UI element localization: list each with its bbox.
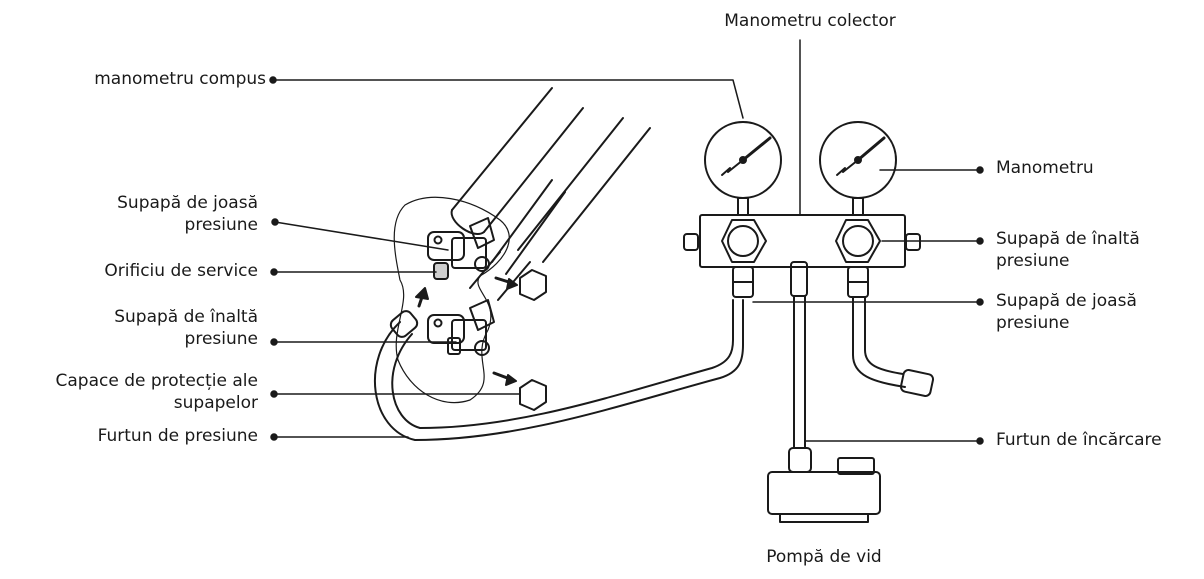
- label-line: presiune: [184, 329, 258, 350]
- label-high-pressure-valve-right: Supapă de înaltă presiune: [996, 228, 1140, 272]
- label-line: presiune: [996, 313, 1070, 334]
- manifold-block: [683, 197, 921, 298]
- vacuum-pump-drawing: [767, 457, 881, 523]
- label-high-pressure-valve-left: Supapă de înaltă presiune: [114, 306, 258, 350]
- label-charging-hose: Furtun de încărcare: [996, 430, 1162, 450]
- charging-hose-line: [788, 295, 812, 473]
- label-line: Supapă de înaltă: [114, 307, 258, 327]
- label-line: presiune: [184, 215, 258, 236]
- pressure-hose-line: [373, 299, 744, 441]
- refrigerant-pipes: [450, 87, 651, 301]
- label-line: Supapă de joasă: [117, 193, 258, 213]
- label-line: presiune: [996, 251, 1070, 272]
- protective-caps: [519, 269, 547, 411]
- high-side-hose-line: [852, 296, 935, 397]
- compound-gauge-drawing: [704, 121, 782, 199]
- label-line: supapelor: [173, 393, 258, 414]
- label-pressure-hose: Furtun de presiune: [97, 426, 258, 446]
- service-valve-assembly: [393, 196, 510, 404]
- label-line: Capace de protecție ale: [55, 371, 259, 391]
- flow-arrows: [415, 276, 518, 386]
- label-low-pressure-valve-left: Supapă de joasă presiune: [117, 192, 258, 236]
- label-low-pressure-valve-right: Supapă de joasă presiune: [996, 290, 1137, 334]
- label-protective-caps: Capace de protecție ale supapelor: [56, 370, 259, 414]
- label-compound-gauge: manometru compus: [94, 69, 266, 89]
- label-vacuum-pump: Pompă de vid: [766, 547, 882, 567]
- label-line: Supapă de joasă: [996, 291, 1137, 311]
- manifold-gauge-title: Manometru colector: [724, 11, 896, 31]
- label-line: Supapă de înaltă: [996, 229, 1140, 249]
- label-service-port: Orificiu de service: [104, 261, 258, 281]
- pressure-gauge-drawing: [819, 121, 897, 199]
- leader-lines: [269, 39, 984, 445]
- label-gauge: Manometru: [996, 158, 1094, 178]
